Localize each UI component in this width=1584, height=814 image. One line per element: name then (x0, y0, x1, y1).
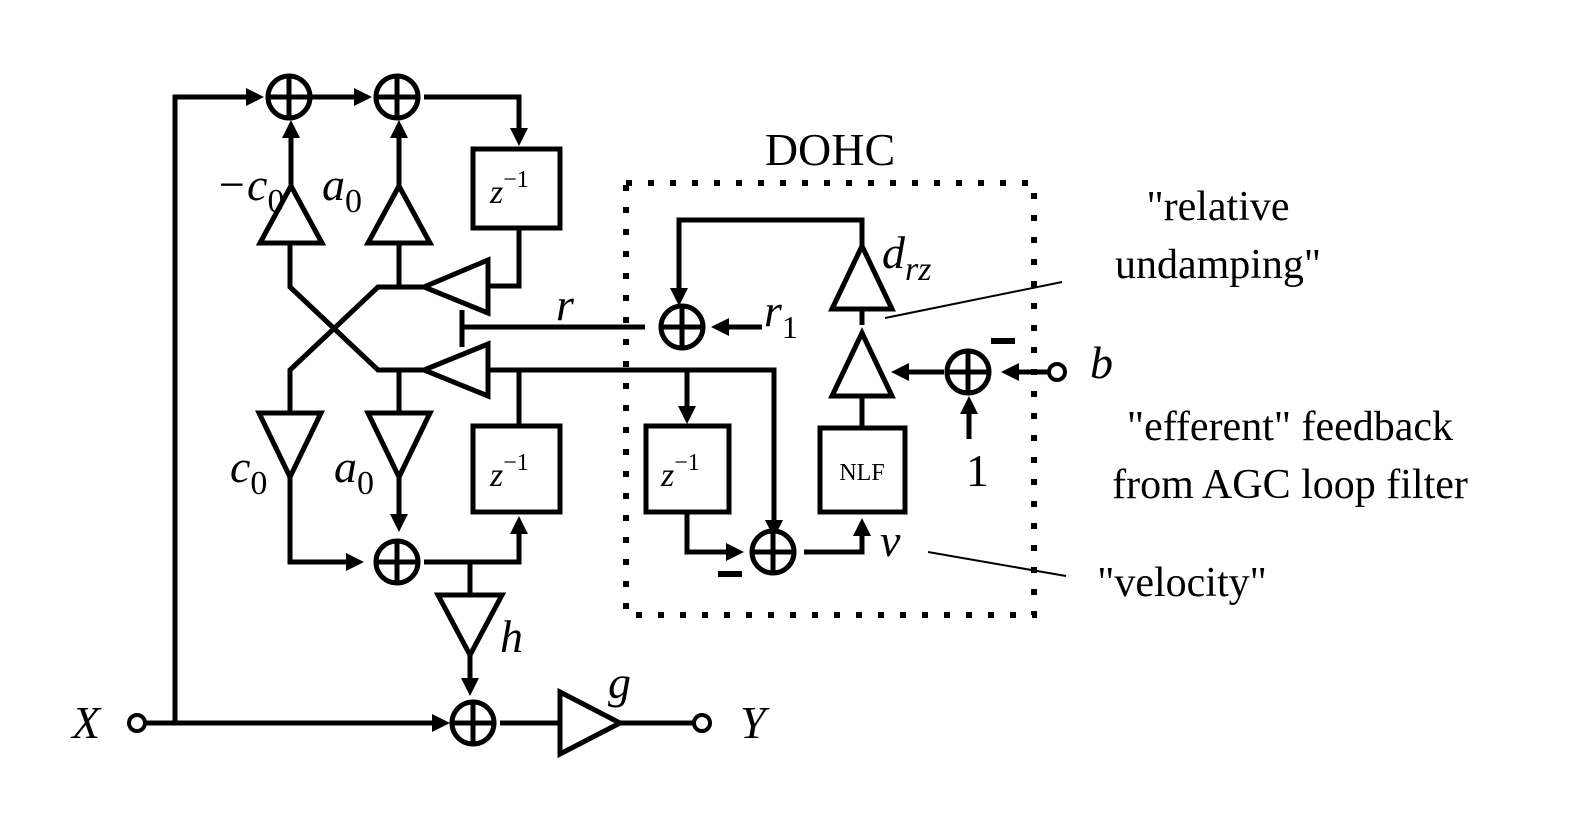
delay-top-label: z−1 (489, 167, 529, 211)
summer-output (449, 699, 497, 747)
gain-triangles (255, 180, 896, 759)
gain-c0 (255, 410, 325, 483)
dohc-title: DOHC (765, 124, 895, 175)
delay-boxes (470, 146, 908, 515)
annotation-velocity-leader (927, 551, 1067, 577)
input-one-label: 1 (966, 445, 989, 496)
gain-h (433, 592, 507, 661)
gain-neg-c0-label: −c0 (216, 159, 284, 220)
output-y-label: Y (740, 697, 770, 748)
gain-h-label: h (500, 611, 523, 662)
nlf-label: NLF (839, 460, 884, 486)
input-x-label: X (70, 697, 102, 748)
gain-drz (828, 240, 896, 312)
input-r1-label: r1 (764, 285, 798, 345)
annotation-relative-1: "relative (1146, 184, 1289, 230)
annotation-efferent-1: "efferent" feedback (1127, 404, 1453, 450)
gain-g (557, 687, 626, 759)
gain-neg-c0 (255, 180, 327, 246)
gain-state-bottom (417, 340, 491, 400)
summer-top-2 (373, 73, 421, 121)
port-y (692, 713, 712, 733)
input-b-label: b (1090, 337, 1113, 388)
summer-bottom (373, 538, 421, 586)
summer-top-1 (265, 73, 313, 121)
gain-a0-bottom-label: a0 (334, 441, 374, 502)
port-x (127, 713, 147, 733)
delay-dohc-label: z−1 (660, 450, 700, 494)
gain-g-label: g (608, 657, 631, 708)
signal-wires (137, 94, 1050, 726)
port-b (1047, 362, 1067, 382)
delay-dohc (643, 423, 732, 515)
summing-nodes (265, 73, 992, 747)
gain-b (828, 327, 896, 399)
signal-r-label: r (556, 279, 575, 330)
delay-bottom-label: z−1 (489, 450, 529, 494)
annotation-velocity: "velocity" (1097, 560, 1267, 606)
delay-top (470, 146, 563, 231)
nlf-box (817, 425, 908, 515)
gain-a0-bottom (364, 410, 434, 483)
annotation-efferent-2: from AGC loop filter (1112, 462, 1468, 508)
summer-r (658, 303, 706, 351)
dohc-boundary (623, 180, 1037, 618)
arrowheads (246, 88, 1019, 732)
summer-b (944, 348, 992, 396)
annotation-relative-leader (884, 281, 1063, 319)
annotation-relative-2: undamping" (1115, 242, 1321, 288)
summer-v (749, 528, 797, 576)
signal-v-label: v (880, 515, 901, 566)
gain-state-top (417, 256, 491, 317)
gain-c0-label: c0 (230, 441, 267, 502)
gain-a0-top (363, 180, 435, 246)
gain-a0-top-label: a0 (322, 159, 362, 220)
delay-bottom (470, 423, 563, 515)
gain-drz-label: drz (882, 227, 931, 288)
